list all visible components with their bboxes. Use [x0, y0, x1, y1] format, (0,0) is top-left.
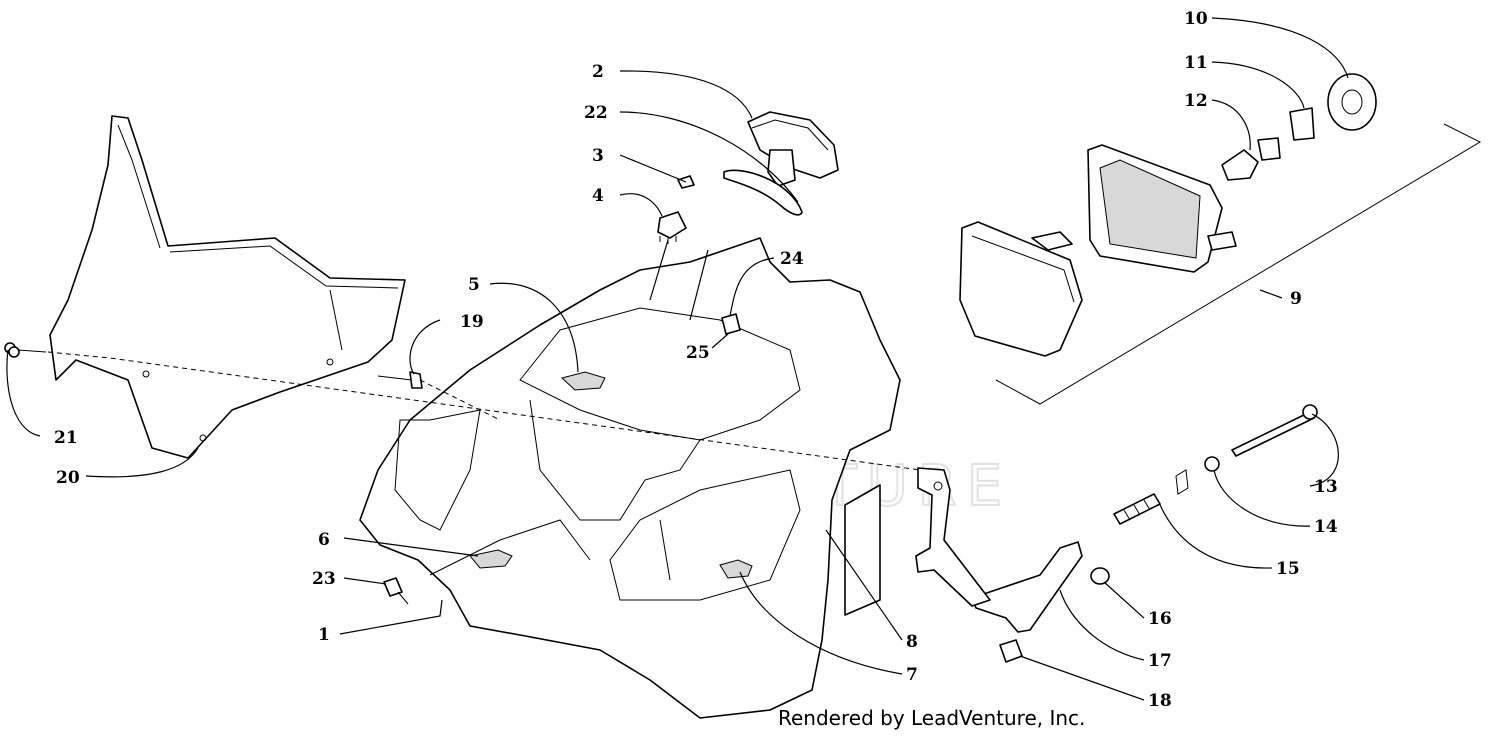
callout-5: 5	[468, 275, 480, 295]
pad-6[interactable]	[469, 549, 513, 569]
callout-19: 19	[460, 312, 484, 332]
callout-16: 16	[1148, 609, 1172, 629]
grommet-part-16[interactable]	[1090, 567, 1110, 585]
callout-7: 7	[906, 665, 918, 685]
bulb-part[interactable]	[1221, 137, 1281, 181]
leader-lines	[6, 17, 1349, 701]
headlight-lens-part[interactable]	[959, 221, 1083, 357]
callout-22: 22	[584, 103, 608, 123]
callout-24: 24	[780, 249, 804, 269]
callout-11: 11	[1184, 53, 1208, 73]
pad-7[interactable]	[719, 559, 753, 579]
pad-5[interactable]	[560, 371, 606, 391]
hood-part[interactable]	[359, 237, 901, 719]
callout-labels: 1 2 3 4 5 6 7 8 9 10 11 12 13 14 15 16 1…	[54, 9, 1338, 711]
gauge-part[interactable]	[747, 111, 839, 187]
plug-part-23[interactable]	[383, 577, 409, 605]
callout-17: 17	[1148, 651, 1172, 671]
callout-6: 6	[318, 530, 330, 550]
rivet-part[interactable]	[377, 371, 423, 389]
clip-part	[1175, 469, 1189, 495]
footer-credit: Rendered by LeadVenture, Inc.	[778, 706, 1086, 730]
headlight-housing-part[interactable]	[1087, 144, 1237, 273]
switch-part[interactable]	[657, 211, 687, 244]
callout-21: 21	[54, 428, 78, 448]
clip-part-18[interactable]	[999, 639, 1023, 663]
bracket-small-part[interactable]	[1031, 231, 1073, 251]
screw-part-21[interactable]	[4, 342, 47, 358]
callout-4: 4	[592, 186, 604, 206]
bracket-9-outline	[995, 123, 1482, 405]
callout-20: 20	[56, 468, 80, 488]
spring-part-15[interactable]	[1113, 493, 1161, 525]
callout-9: 9	[1290, 289, 1302, 309]
windshield-part[interactable]	[49, 115, 406, 459]
callout-23: 23	[312, 569, 336, 589]
connector-part[interactable]	[721, 313, 741, 335]
callout-14: 14	[1314, 517, 1338, 537]
bolt-part-13[interactable]	[1231, 404, 1318, 457]
callout-1: 1	[318, 625, 330, 645]
callout-2: 2	[592, 62, 604, 82]
adjuster-bracket-17[interactable]	[971, 541, 1083, 633]
callout-12: 12	[1184, 91, 1208, 111]
callout-8: 8	[906, 632, 918, 652]
socket-cap-part[interactable]	[1327, 73, 1377, 131]
washer-part-14[interactable]	[1204, 456, 1220, 472]
callout-3: 3	[592, 146, 604, 166]
callout-10: 10	[1184, 9, 1208, 29]
callout-15: 15	[1276, 559, 1300, 579]
gasket-ring[interactable]	[723, 169, 803, 216]
mounting-bracket[interactable]	[915, 467, 991, 607]
side-decal-8[interactable]	[844, 484, 881, 616]
callout-13: 13	[1314, 477, 1338, 497]
callout-25: 25	[686, 343, 710, 363]
retainer-ring[interactable]	[1289, 107, 1315, 141]
callout-18: 18	[1148, 691, 1172, 711]
